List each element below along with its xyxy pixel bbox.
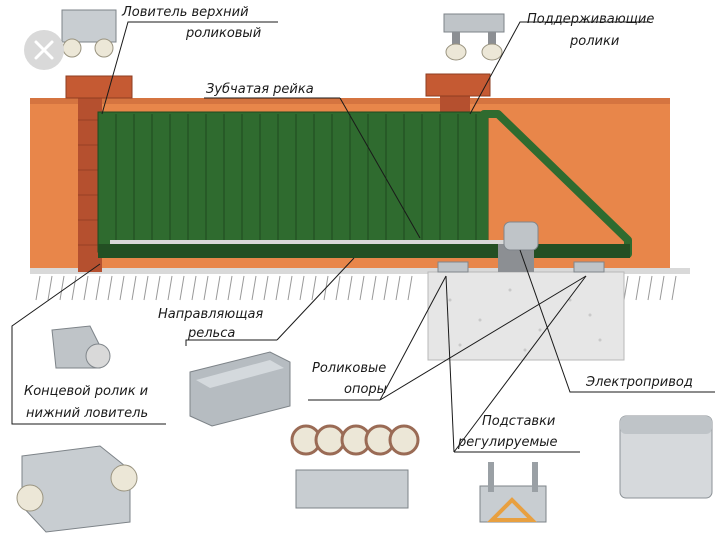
right-pillar [440, 96, 470, 116]
fence-wall-top [30, 98, 670, 104]
concrete-texture [448, 288, 602, 352]
label-guide-rail-1: Направляющая [158, 307, 264, 322]
label-gear-rack: Зубчатая рейка [206, 82, 314, 97]
label-upper-catcher-2: роликовый [186, 26, 262, 41]
adjustable-stand-illustration [479, 462, 547, 523]
electric-drive-illustration [619, 415, 713, 499]
guide-rail-illustration [189, 351, 291, 427]
label-roller-supports-2: опоры [344, 382, 387, 397]
ground-hatching [35, 275, 677, 301]
roller-support-left [437, 261, 469, 273]
ground-strip [30, 268, 690, 274]
roller-support-right [573, 261, 605, 273]
support-rollers-illustration [443, 13, 505, 61]
lower-catcher-illustration [16, 445, 138, 533]
label-end-roller-1: Концевой ролик и [24, 384, 149, 399]
gear-rack [110, 240, 510, 244]
gate-bottom-beam [98, 244, 630, 258]
label-end-roller-2: нижний ловитель [26, 406, 149, 421]
close-icon [34, 40, 54, 60]
end-roller-illustration [51, 325, 111, 369]
leader-lines [11, 21, 715, 453]
gate-panel-ribs [115, 114, 477, 250]
roller-carriage-illustration [290, 424, 420, 509]
label-guide-rail-2: рельса [188, 326, 236, 341]
label-support-rollers-2: ролики [570, 34, 620, 49]
gate-panel [97, 111, 489, 253]
label-roller-supports-1: Роликовые [312, 361, 387, 376]
label-adjustable-stands-2: регулируемые [458, 435, 558, 450]
close-button[interactable] [24, 30, 64, 70]
label-support-rollers-1: Поддерживающие [527, 12, 655, 27]
drive-motor [503, 221, 539, 251]
upper-catcher-illustration [61, 9, 117, 58]
label-upper-catcher-1: Ловитель верхний [122, 5, 249, 20]
label-adjustable-stands-1: Подставки [482, 414, 556, 429]
left-pillar-cap [65, 75, 133, 99]
right-pillar-cap [425, 73, 491, 97]
concrete-foundation [427, 271, 625, 361]
label-electric-drive: Электропривод [586, 375, 693, 390]
